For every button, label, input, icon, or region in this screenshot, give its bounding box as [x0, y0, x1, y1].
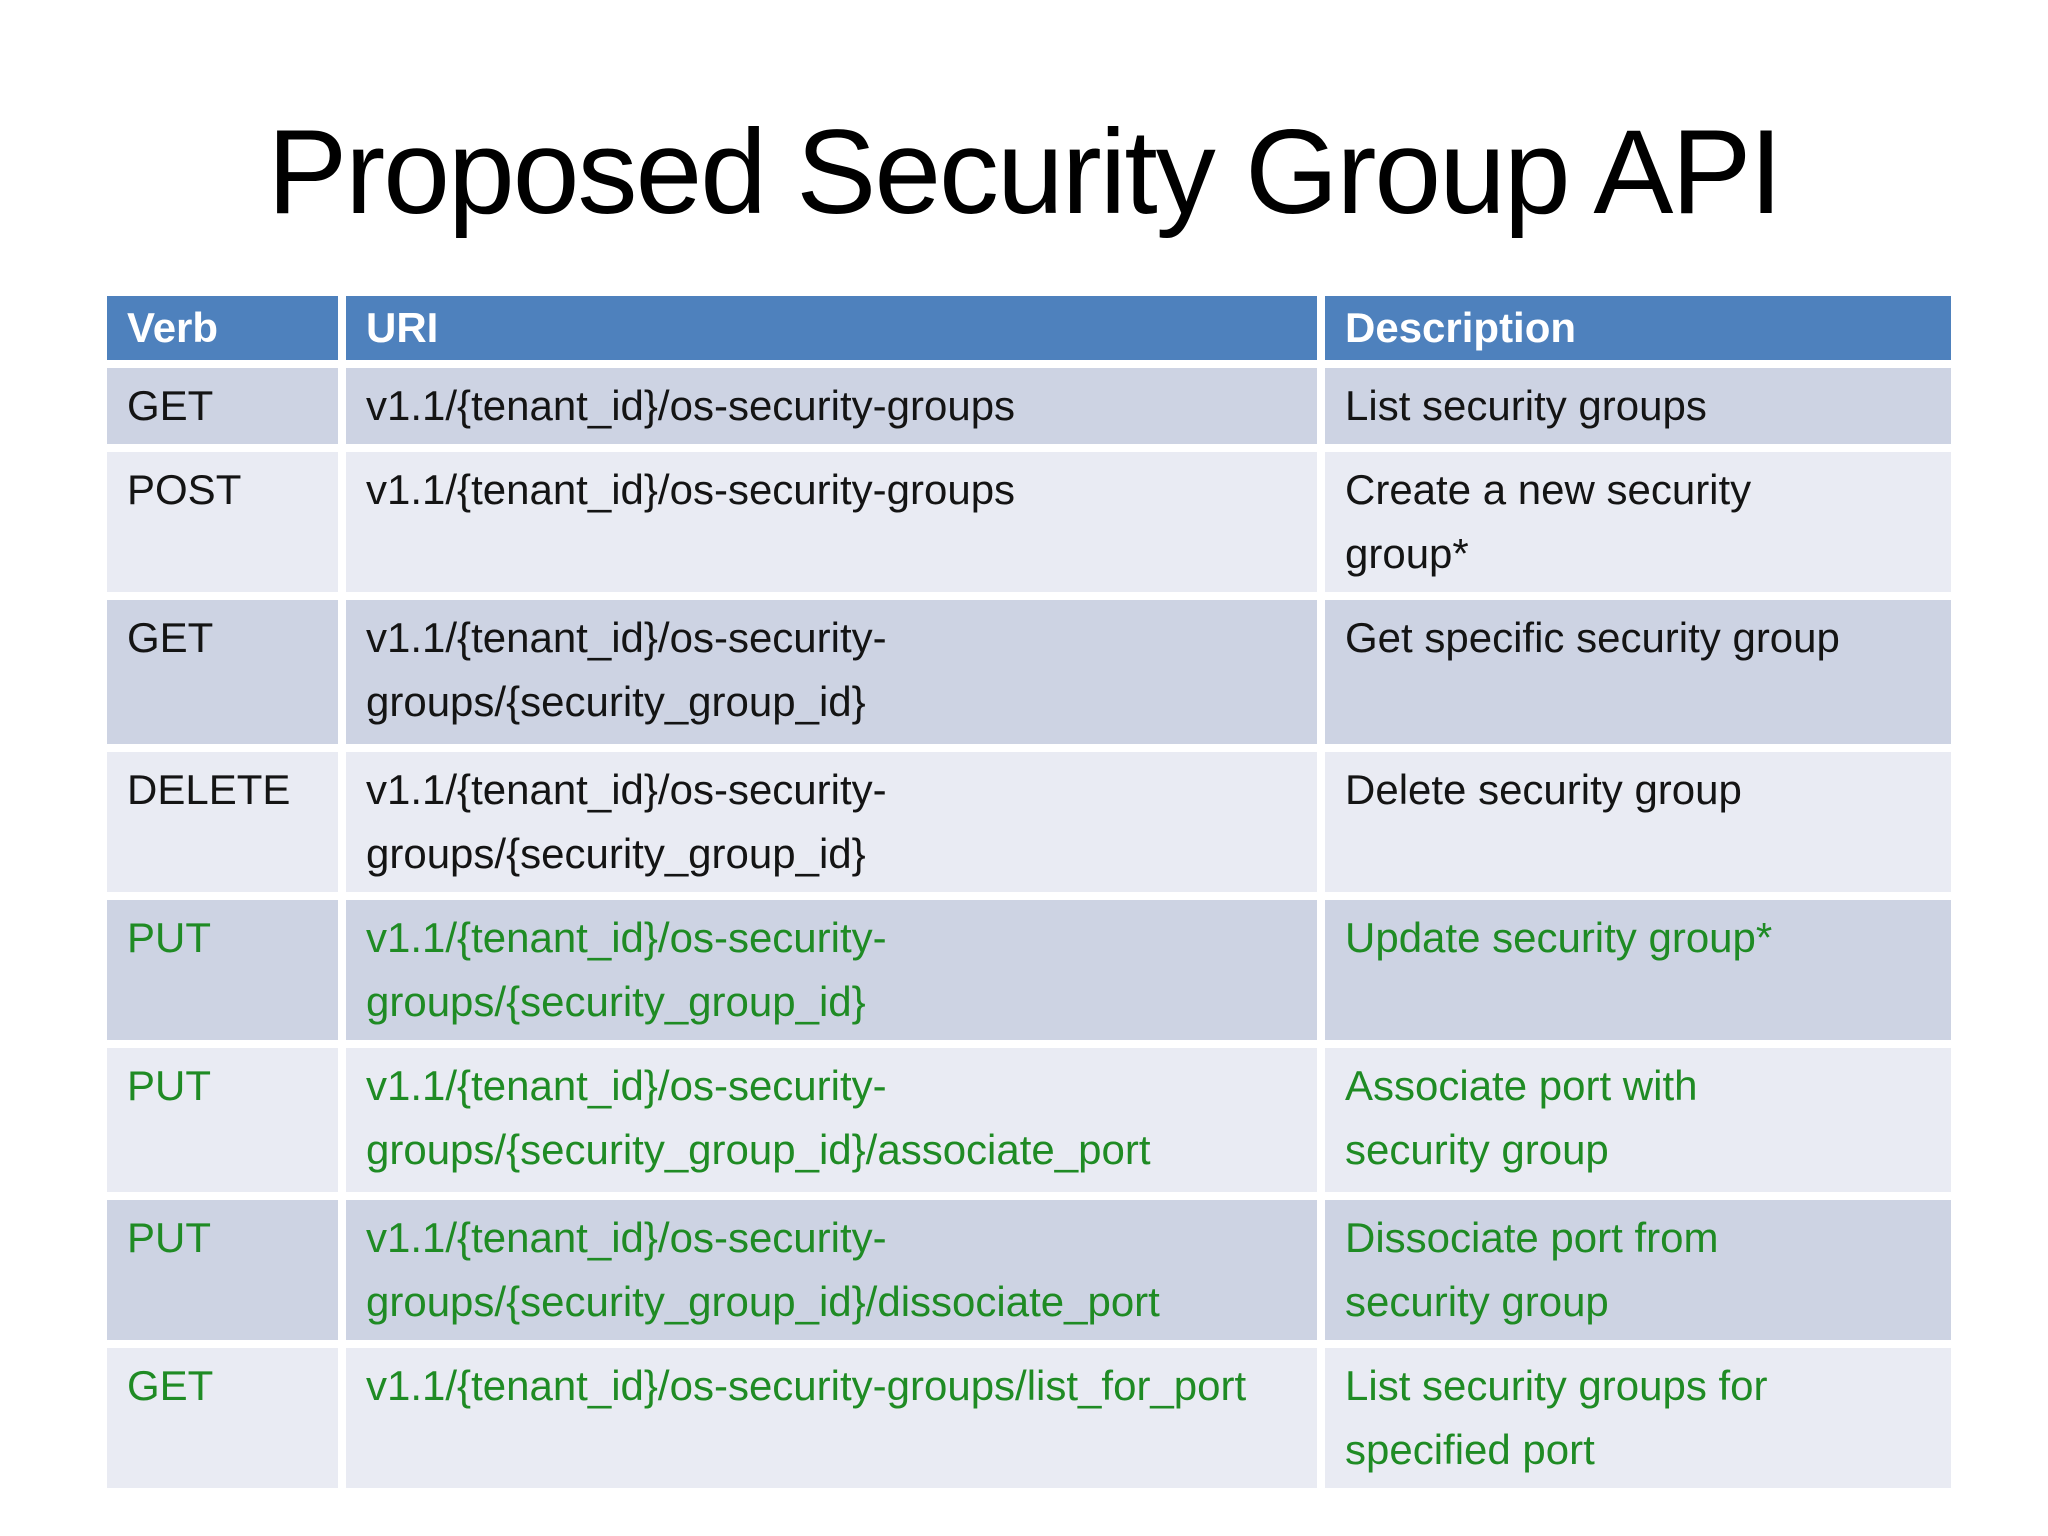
uri-text: v1.1/{tenant_id}/os-security-groups/{sec… [366, 1214, 1160, 1325]
description-cell: Delete security group [1325, 752, 1951, 892]
uri-cell: v1.1/{tenant_id}/os-security-groups/{sec… [346, 1048, 1317, 1192]
verb-text: POST [127, 466, 242, 513]
verb-text: GET [127, 382, 214, 429]
table-row: DELETE v1.1/{tenant_id}/os-security-grou… [107, 752, 1951, 892]
table-row: PUT v1.1/{tenant_id}/os-security-groups/… [107, 1200, 1951, 1340]
description-text: Update security group* [1345, 914, 1773, 961]
table-row: PUT v1.1/{tenant_id}/os-security-groups/… [107, 900, 1951, 1040]
description-text: Get specific security group [1345, 614, 1840, 661]
uri-cell: v1.1/{tenant_id}/os-security-groups [346, 368, 1317, 444]
description-text: Create a new security group* [1345, 466, 1752, 577]
page-title: Proposed Security Group API [267, 105, 1783, 239]
uri-cell: v1.1/{tenant_id}/os-security-groups/{sec… [346, 600, 1317, 744]
description-cell: Create a new security group* [1325, 452, 1951, 592]
verb-cell: POST [107, 452, 338, 592]
verb-cell: DELETE [107, 752, 338, 892]
description-cell: Update security group* [1325, 900, 1951, 1040]
api-table-container: Verb URI Description GET v1.1/{tenant_id… [99, 288, 1959, 1496]
verb-text: PUT [127, 1062, 211, 1109]
table-row: GET v1.1/{tenant_id}/os-security-groups/… [107, 600, 1951, 744]
verb-text: DELETE [127, 766, 291, 813]
description-cell: List security groups for specified port [1325, 1348, 1951, 1488]
verb-text: PUT [127, 1214, 211, 1261]
table-header-row: Verb URI Description [107, 296, 1951, 360]
uri-text: v1.1/{tenant_id}/os-security-groups [366, 382, 1016, 429]
uri-cell: v1.1/{tenant_id}/os-security-groups/{sec… [346, 752, 1317, 892]
verb-cell: PUT [107, 900, 338, 1040]
description-cell: Get specific security group [1325, 600, 1951, 744]
description-cell: Dissociate port from security group [1325, 1200, 1951, 1340]
verb-text: GET [127, 1362, 214, 1409]
verb-cell: PUT [107, 1200, 338, 1340]
description-text: Delete security group [1345, 766, 1742, 813]
description-text: List security groups [1345, 382, 1707, 429]
uri-cell: v1.1/{tenant_id}/os-security-groups/list… [346, 1348, 1317, 1488]
uri-text: v1.1/{tenant_id}/os-security-groups/{sec… [366, 614, 887, 725]
description-text: Dissociate port from security group [1345, 1214, 1719, 1325]
verb-cell: GET [107, 1348, 338, 1488]
description-text: Associate port with security group [1345, 1062, 1698, 1173]
verb-text: PUT [127, 914, 211, 961]
uri-text: v1.1/{tenant_id}/os-security-groups/{sec… [366, 914, 887, 1025]
description-text: List security groups for specified port [1345, 1362, 1768, 1473]
header-cell-description: Description [1325, 296, 1951, 360]
verb-text: GET [127, 614, 214, 661]
uri-cell: v1.1/{tenant_id}/os-security-groups [346, 452, 1317, 592]
verb-cell: PUT [107, 1048, 338, 1192]
table-row: GET v1.1/{tenant_id}/os-security-groups/… [107, 1348, 1951, 1488]
description-cell: Associate port with security group [1325, 1048, 1951, 1192]
uri-cell: v1.1/{tenant_id}/os-security-groups/{sec… [346, 1200, 1317, 1340]
verb-cell: GET [107, 600, 338, 744]
header-cell-uri: URI [346, 296, 1317, 360]
uri-text: v1.1/{tenant_id}/os-security-groups/list… [366, 1362, 1247, 1409]
uri-text: v1.1/{tenant_id}/os-security-groups [366, 466, 1016, 513]
table-row: POST v1.1/{tenant_id}/os-security-groups… [107, 452, 1951, 592]
table-row: GET v1.1/{tenant_id}/os-security-groups … [107, 368, 1951, 444]
header-cell-verb: Verb [107, 296, 338, 360]
uri-text: v1.1/{tenant_id}/os-security-groups/{sec… [366, 766, 887, 877]
table-row: PUT v1.1/{tenant_id}/os-security-groups/… [107, 1048, 1951, 1192]
description-cell: List security groups [1325, 368, 1951, 444]
verb-cell: GET [107, 368, 338, 444]
uri-text: v1.1/{tenant_id}/os-security-groups/{sec… [366, 1062, 1151, 1173]
api-table: Verb URI Description GET v1.1/{tenant_id… [99, 288, 1959, 1496]
uri-cell: v1.1/{tenant_id}/os-security-groups/{sec… [346, 900, 1317, 1040]
